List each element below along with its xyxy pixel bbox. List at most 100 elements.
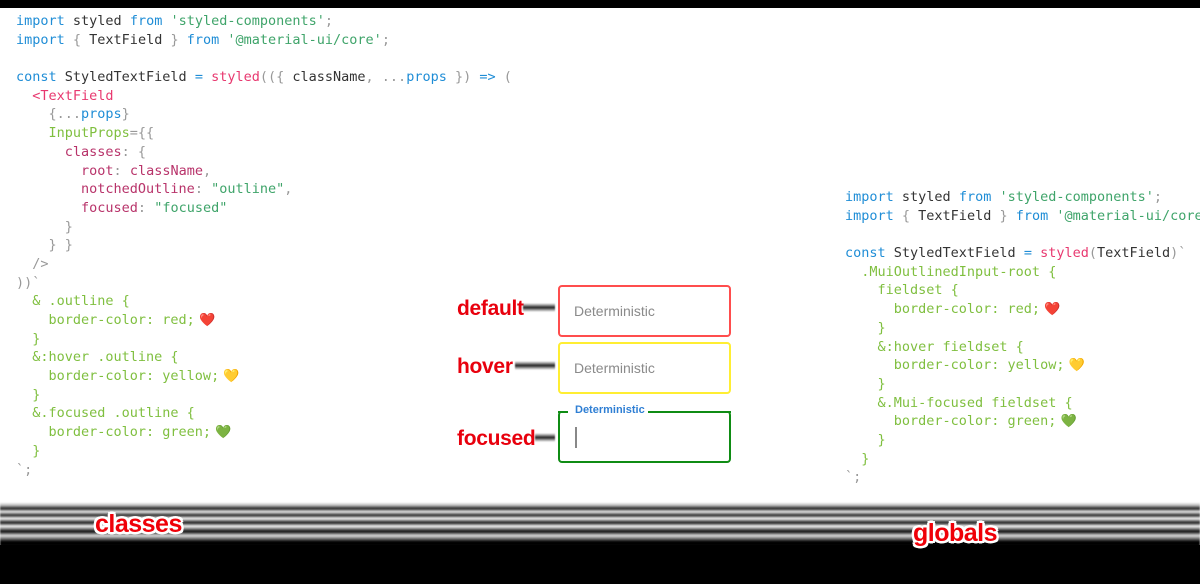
code-line: border-color: red; ❤️	[16, 311, 512, 330]
code-token: }	[162, 31, 187, 48]
code-token: import	[16, 31, 65, 48]
state-label-focused: focused	[457, 427, 536, 450]
code-token: ={{	[129, 125, 155, 142]
code-token: props	[81, 106, 122, 123]
code-line: }	[845, 319, 1200, 338]
code-token: from	[186, 31, 220, 48]
code-token: 💚	[211, 425, 232, 441]
code-line: import styled from 'styled-components';	[16, 12, 512, 31]
code-token: ,	[284, 181, 293, 198]
top-black-bar	[0, 0, 1200, 8]
code-token: }	[845, 450, 870, 467]
code-token: 💛	[219, 369, 240, 385]
code-token: const	[16, 69, 57, 86]
code-token: }	[16, 386, 41, 403]
code-line: const StyledTextField = styled(TextField…	[845, 244, 1200, 263]
code-block-classes: import styled from 'styled-components';i…	[16, 12, 512, 479]
code-line: notchedOutline: "outline",	[16, 180, 512, 199]
code-line: import { TextField } from '@material-ui/…	[16, 31, 512, 50]
code-line: />	[16, 255, 512, 274]
code-token: {	[893, 207, 919, 224]
code-token: (	[503, 69, 512, 86]
code-line	[845, 225, 1200, 244]
code-token: }	[16, 330, 41, 347]
code-token: }	[845, 375, 886, 392]
textfield-default-value: Deterministic	[574, 303, 655, 319]
notched-outline-left	[558, 411, 568, 413]
code-token: )`	[1170, 245, 1187, 262]
code-line: }	[845, 431, 1200, 450]
section-title-classes: classes	[95, 510, 182, 538]
code-token: InputProps	[16, 125, 130, 142]
code-line	[16, 49, 512, 68]
code-token: ;	[381, 31, 390, 48]
code-line: border-color: red; ❤️	[845, 300, 1200, 319]
code-line: focused: "focused"	[16, 199, 512, 218]
code-token: {	[64, 31, 90, 48]
band-gradient	[0, 494, 1200, 546]
code-token: />	[16, 255, 49, 272]
code-token: &.Mui-focused fieldset {	[845, 394, 1073, 411]
code-token: props	[406, 69, 447, 86]
code-token: }	[991, 207, 1016, 224]
code-line: & .outline {	[16, 292, 512, 311]
code-line: } }	[16, 236, 512, 255]
code-token: 'styled-components'	[170, 13, 325, 29]
section-title-globals: globals	[913, 519, 998, 547]
textfield-default[interactable]: Deterministic	[558, 285, 731, 337]
code-token: border-color: red;	[845, 301, 1041, 318]
code-token: 💚	[1056, 414, 1077, 430]
code-token: border-color: red;	[16, 312, 195, 328]
code-token: .MuiOutlinedInput-root {	[845, 263, 1057, 280]
code-token: fieldset {	[845, 282, 959, 299]
code-line: border-color: green; 💚	[16, 423, 512, 442]
code-token: 💛	[1064, 358, 1085, 374]
code-line: import styled from 'styled-components';	[845, 188, 1200, 207]
code-token: import	[16, 13, 65, 29]
code-token: })	[446, 69, 480, 86]
code-token: =	[194, 69, 212, 86]
code-token: StyledTextField	[56, 69, 195, 86]
code-line: &:hover .outline {	[16, 348, 512, 367]
code-token: ,	[202, 162, 212, 179]
code-token: }	[121, 106, 130, 123]
code-token: notchedOutline	[16, 181, 195, 198]
code-token	[16, 88, 32, 104]
code-token: "focused"	[154, 199, 228, 216]
code-token: '@material-ui/core'	[227, 31, 382, 48]
code-token: className	[292, 69, 366, 86]
code-token: 'styled-components'	[999, 189, 1154, 205]
code-line: border-color: yellow; 💛	[16, 367, 512, 386]
code-token: from	[958, 189, 992, 205]
textfield-hover[interactable]: Deterministic	[558, 342, 731, 394]
code-token: }	[16, 442, 41, 459]
code-token: <TextField	[32, 87, 114, 104]
code-line: {...props}	[16, 105, 512, 124]
code-line: }	[16, 218, 512, 237]
code-token: : {	[121, 143, 147, 160]
code-token: border-color: yellow;	[845, 357, 1065, 374]
code-token: styled	[64, 13, 130, 29]
code-token: styled	[1040, 245, 1089, 262]
code-token: root	[16, 162, 114, 179]
code-token: `;	[16, 461, 33, 478]
textfield-focused[interactable]: Deterministic	[558, 404, 731, 463]
code-line: ))`	[16, 274, 512, 293]
code-token: ,	[365, 69, 382, 86]
text-caret	[575, 427, 577, 448]
code-token: from	[1015, 207, 1049, 224]
code-token: =>	[479, 69, 504, 86]
code-token: }	[845, 319, 886, 336]
code-token: :	[113, 162, 130, 179]
code-line: <TextField	[16, 87, 512, 106]
state-pointer-focused	[535, 433, 555, 442]
code-token: from	[129, 13, 163, 29]
code-token: `;	[845, 469, 862, 486]
code-token: }	[845, 431, 886, 448]
bottom-band	[0, 494, 1200, 584]
code-line: `;	[845, 468, 1200, 487]
code-token: TextField	[1097, 245, 1171, 262]
code-token: focused	[16, 199, 138, 216]
code-line: import { TextField } from '@material-ui/…	[845, 207, 1200, 226]
code-token: ❤️	[194, 313, 216, 328]
